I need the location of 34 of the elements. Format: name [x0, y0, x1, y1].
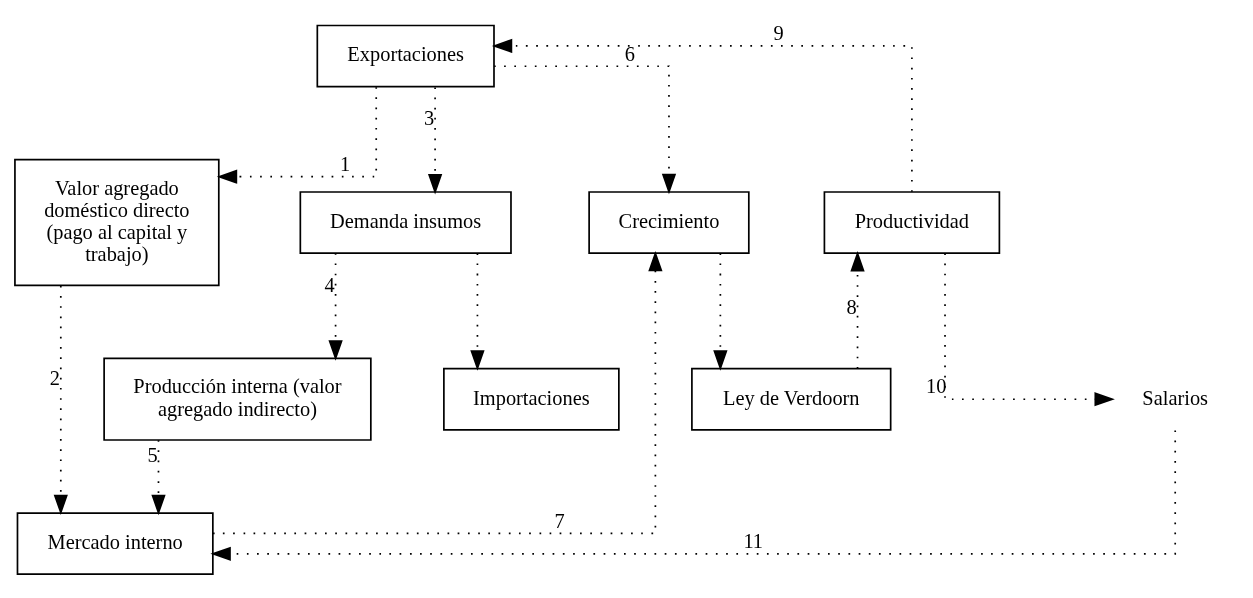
- node-box: Valor agregado doméstico directo (pago al capital y trabajo): [14, 158, 220, 287]
- edge-label: 9: [773, 22, 784, 45]
- node-box: Demanda insumos: [299, 191, 512, 254]
- arrow: [216, 86, 378, 184]
- arrow: [470, 252, 485, 371]
- edge-label: 8: [846, 295, 857, 318]
- node-box: Mercado interno: [16, 512, 214, 576]
- node-box: Importaciones: [443, 367, 620, 431]
- arrow: [212, 250, 663, 535]
- edge-label: 6: [624, 42, 635, 65]
- edge-label: 2: [49, 366, 60, 389]
- edge-label: 5: [147, 444, 158, 467]
- edge-label: 3: [424, 107, 435, 130]
- node-box: Ley de Verdoorn: [691, 367, 892, 431]
- arrow: [850, 251, 865, 370]
- node-box: Exportaciones: [316, 24, 495, 88]
- node-box: Crecimiento: [588, 191, 750, 254]
- node-box: Producción interna (valor agregado indirecto): [103, 357, 372, 441]
- node-box: Productividad: [823, 191, 1001, 254]
- arrow: [53, 285, 68, 516]
- edge-label: 4: [324, 273, 335, 296]
- arrow: [328, 252, 343, 361]
- arrow: [713, 252, 728, 371]
- node-text: Salarios: [1142, 386, 1209, 409]
- arrow: [210, 429, 1177, 561]
- arrow: [493, 65, 677, 195]
- edge-label: 1: [340, 152, 351, 175]
- arrow: [944, 252, 1115, 407]
- arrow: [491, 38, 913, 193]
- arrow: [151, 439, 166, 516]
- edge-label: 10: [925, 375, 947, 398]
- edge-label: 11: [743, 530, 764, 553]
- edge-label: 7: [554, 509, 565, 532]
- arrow: [427, 86, 443, 195]
